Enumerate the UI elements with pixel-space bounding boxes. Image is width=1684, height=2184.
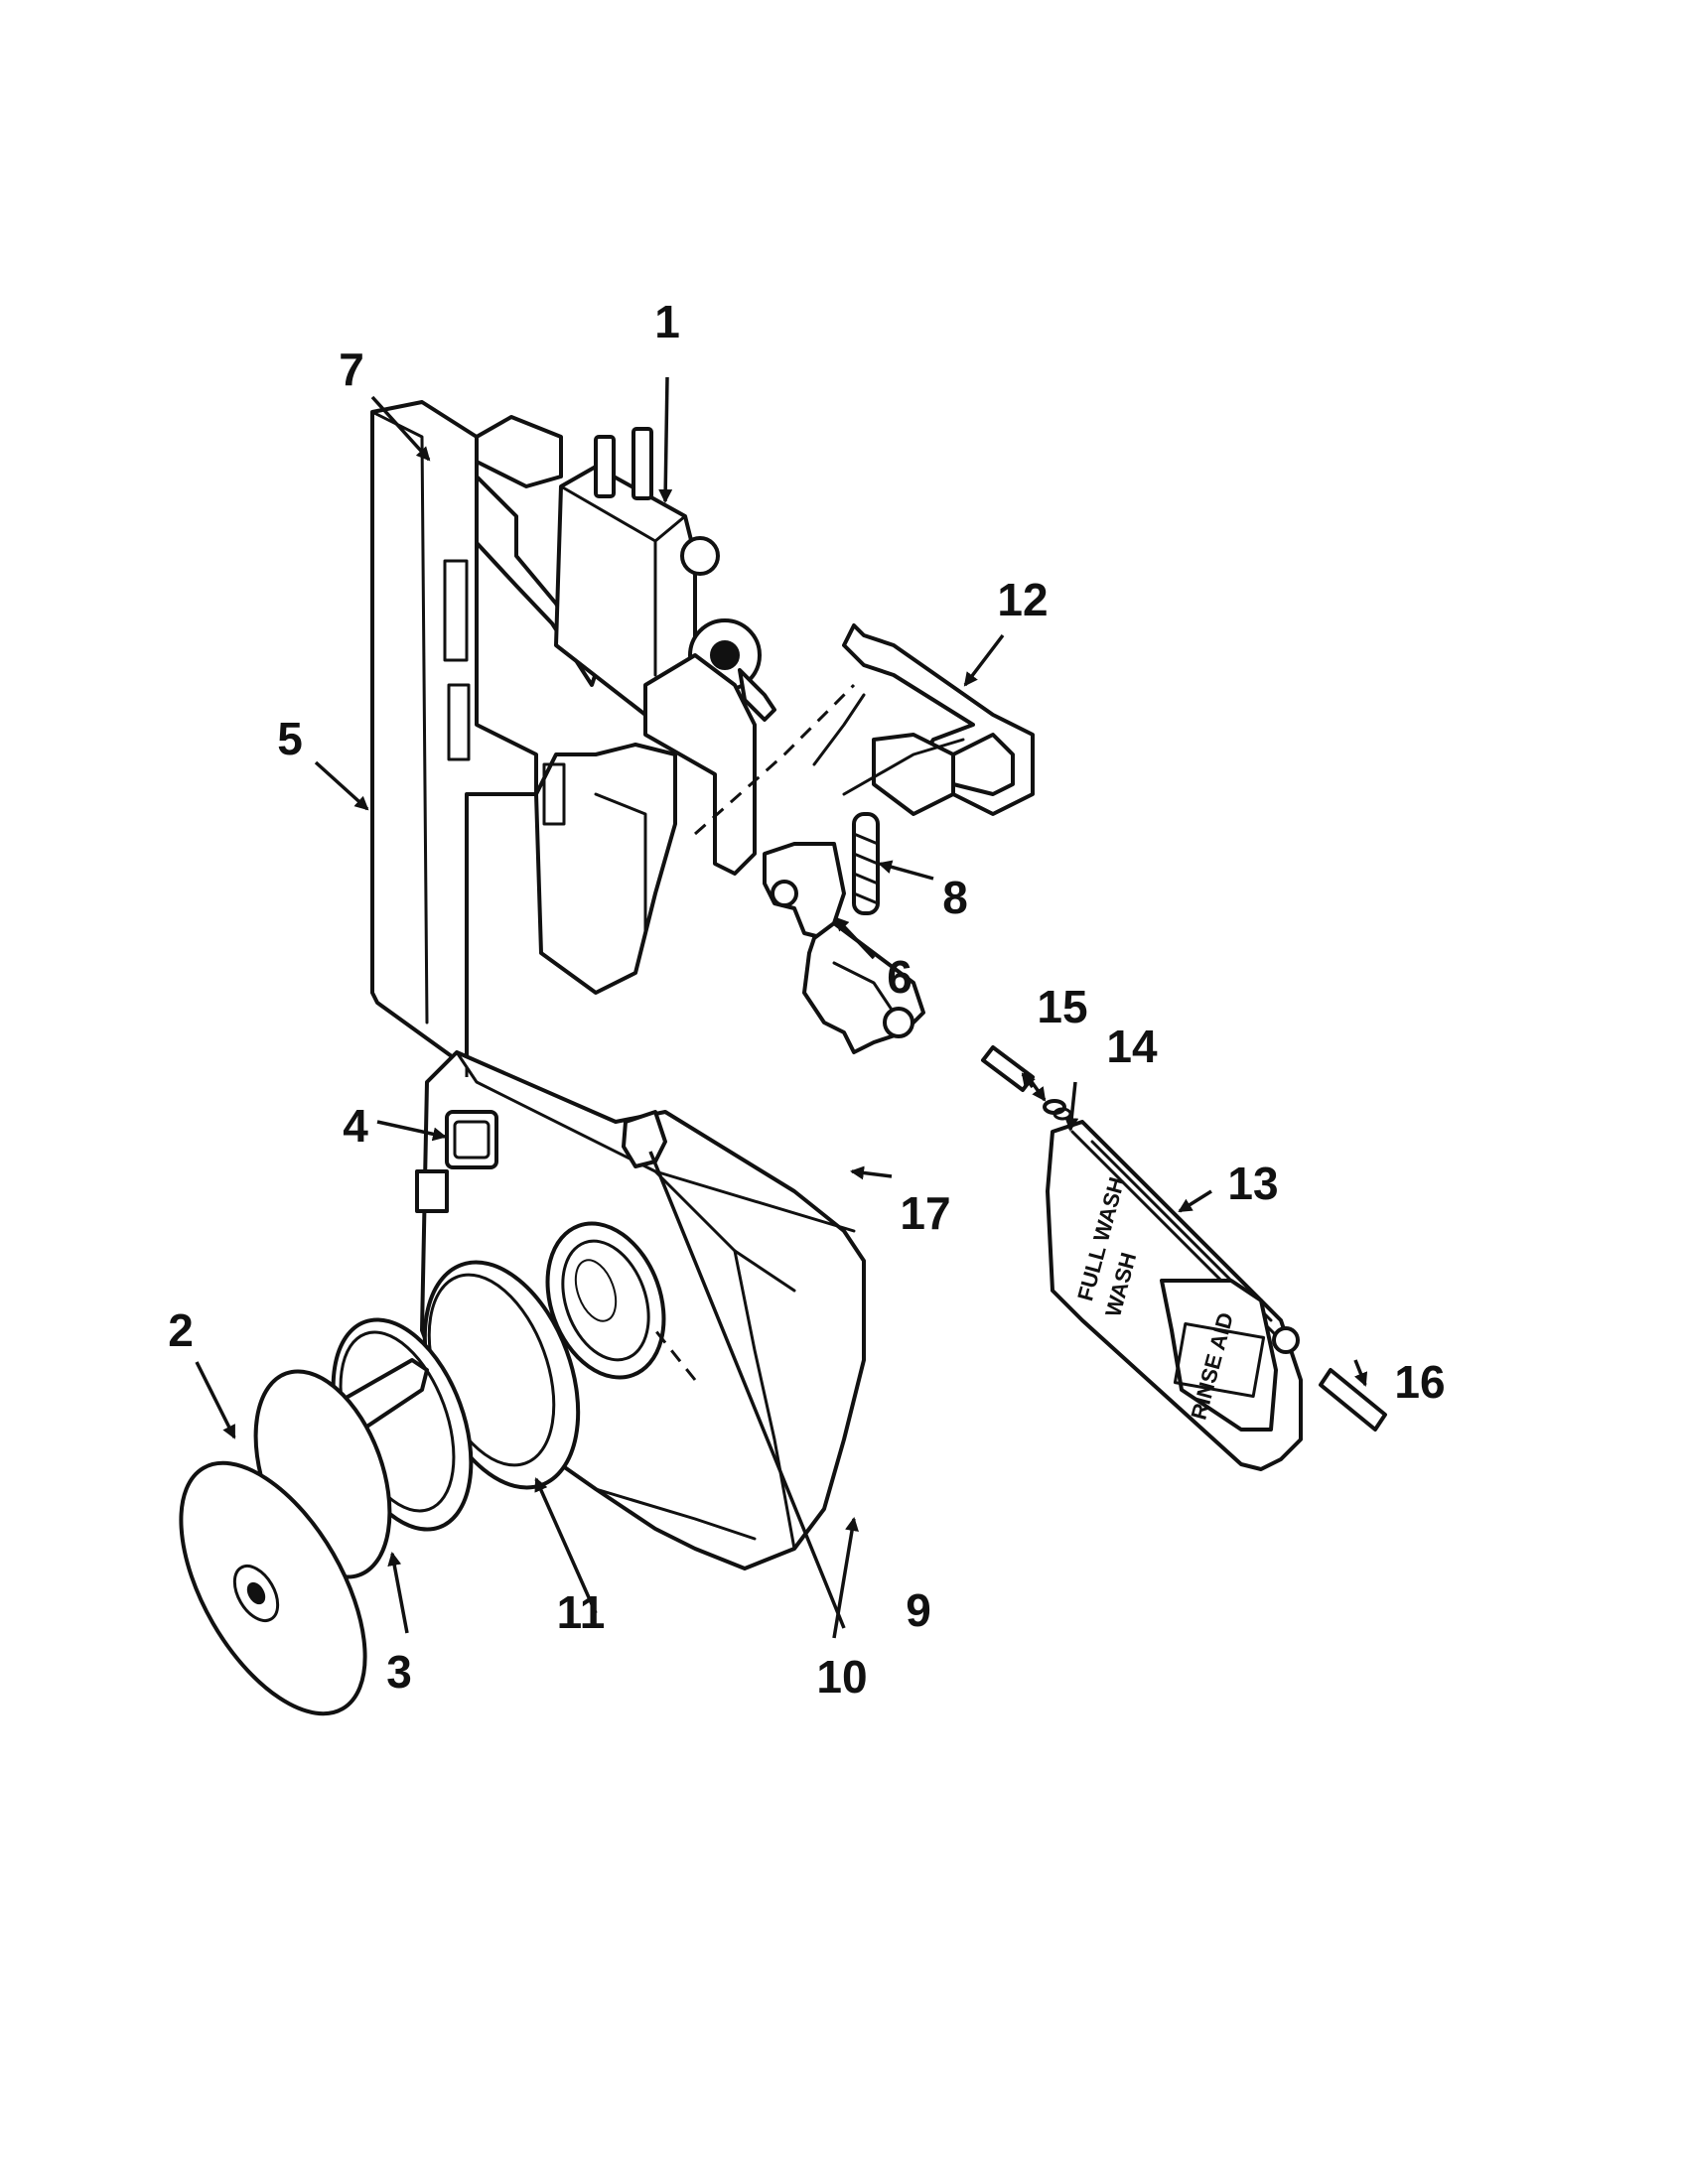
part-4-switch: [415, 1110, 498, 1213]
callout-15: 15: [1037, 981, 1087, 1032]
callout-14: 14: [1106, 1021, 1158, 1072]
callout-17: 17: [900, 1187, 950, 1239]
part-5-bracket-frame: [370, 400, 757, 1069]
callout-6: 6: [887, 951, 912, 1003]
callout-7: 7: [339, 343, 364, 395]
callout-10: 10: [816, 1651, 867, 1703]
part-12-lever: [812, 623, 1035, 816]
callout-9: 9: [906, 1584, 931, 1636]
callout-16: 16: [1394, 1356, 1445, 1408]
callout-11: 11: [557, 1586, 606, 1638]
part-17-cam: [802, 921, 925, 1054]
callouts: 1 2 3 4 5 6 7 8 9 10 11 12 13 14 15 16 1…: [168, 296, 1445, 1703]
callout-4: 4: [343, 1100, 368, 1152]
callout-12: 12: [997, 574, 1048, 625]
part-8-spring: [852, 812, 880, 915]
part-16-pin: [1319, 1368, 1387, 1432]
part-13-cover: RINSE AID FULL WASH WASH: [1046, 1120, 1303, 1471]
leader-lines: [195, 376, 1368, 1639]
callout-3: 3: [386, 1646, 412, 1698]
callout-1: 1: [654, 296, 680, 347]
part-10-tab: [622, 1110, 667, 1168]
part-15-pin: [981, 1045, 1035, 1092]
part-14-spring: [1043, 1099, 1072, 1121]
callout-5: 5: [277, 713, 303, 764]
callout-8: 8: [942, 872, 968, 923]
part-2-cap: [179, 1358, 429, 1716]
callout-2: 2: [168, 1304, 194, 1356]
alignment-lines: [465, 683, 856, 1381]
callout-13: 13: [1227, 1158, 1278, 1209]
